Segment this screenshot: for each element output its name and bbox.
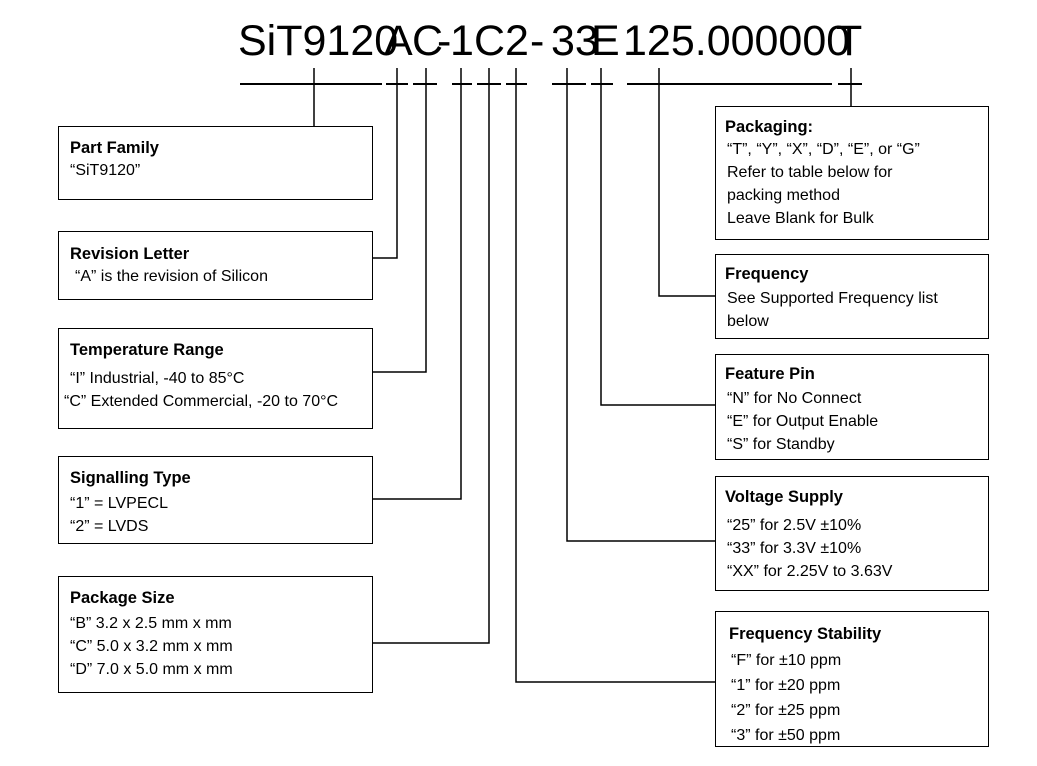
frequency-note: See Supported Frequency list [727, 290, 938, 307]
package-size-title: Package Size [70, 589, 175, 607]
part-family-title: Part Family [70, 139, 159, 157]
frequency-box: Frequency See Supported Frequency list b… [715, 254, 989, 339]
leader-temperature-range [372, 68, 427, 373]
packaging-option: “T”, “Y”, “X”, “D”, “E”, or “G” [727, 141, 920, 158]
packaging-box: Packaging: “T”, “Y”, “X”, “D”, “E”, or “… [715, 106, 989, 240]
leader-feature-pin [600, 68, 715, 406]
feature-pin-option: “S” for Standby [727, 436, 835, 453]
package-size-option: “B” 3.2 x 2.5 mm x mm [70, 615, 232, 632]
underline-signalling-type [452, 83, 472, 85]
code-frequency: 125.000000 [623, 17, 851, 65]
signalling-type-box: Signalling Type “1” = LVPECL “2” = LVDS [58, 456, 373, 544]
signalling-type-option: “1” = LVPECL [70, 495, 168, 512]
temperature-range-box: Temperature Range “I” Industrial, -40 to… [58, 328, 373, 429]
leader-package-size [372, 68, 490, 644]
frequency-title: Frequency [725, 265, 809, 283]
frequency-stability-title: Frequency Stability [729, 625, 882, 643]
frequency-note: below [727, 313, 769, 330]
code-revision-letter: A [384, 17, 413, 65]
feature-pin-box: Feature Pin “N” for No Connect “E” for O… [715, 354, 989, 460]
underline-temperature-range [413, 83, 437, 85]
part-number-code: SiT9120 A C - 1 C 2 - 33 E 125.000000 T [0, 15, 1037, 85]
code-part-family: SiT9120 [238, 17, 399, 65]
part-family-value: “SiT9120” [70, 162, 141, 179]
frequency-stability-box: Frequency Stability “F” for ±10 ppm “1” … [715, 611, 989, 747]
temperature-range-option: “I” Industrial, -40 to 85°C [70, 370, 245, 387]
leader-revision-letter [372, 68, 398, 259]
code-package-size: C [474, 17, 506, 65]
package-size-box: Package Size “B” 3.2 x 2.5 mm x mm “C” 5… [58, 576, 373, 693]
code-packaging: T [836, 17, 863, 65]
packaging-note: packing method [727, 187, 840, 204]
leader-frequency [658, 68, 715, 297]
frequency-stability-option: “3” for ±50 ppm [731, 727, 841, 744]
feature-pin-option: “N” for No Connect [727, 390, 862, 407]
part-family-box: Part Family “SiT9120” [58, 126, 373, 200]
packaging-title: Packaging: [725, 118, 814, 136]
code-voltage-supply: 33 [551, 17, 599, 65]
temperature-range-option: “C” Extended Commercial, -20 to 70°C [64, 393, 339, 410]
voltage-supply-option: “XX” for 2.25V to 3.63V [727, 563, 893, 580]
frequency-stability-option: “F” for ±10 ppm [731, 652, 842, 669]
code-frequency-stability: 2 [505, 17, 529, 65]
signalling-type-title: Signalling Type [70, 469, 191, 487]
packaging-note: Refer to table below for [727, 164, 893, 181]
revision-letter-value: “A” is the revision of Silicon [75, 268, 268, 285]
underline-feature-pin [591, 83, 613, 85]
revision-letter-title: Revision Letter [70, 245, 190, 263]
signalling-type-option: “2” = LVDS [70, 518, 149, 535]
underline-frequency [627, 83, 832, 85]
feature-pin-option: “E” for Output Enable [727, 413, 879, 430]
package-size-option: “D” 7.0 x 5.0 mm x mm [70, 661, 233, 678]
code-signalling-type: 1 [450, 17, 474, 65]
leader-frequency-stability [515, 68, 715, 683]
package-size-option: “C” 5.0 x 3.2 mm x mm [70, 638, 233, 655]
frequency-stability-option: “1” for ±20 ppm [731, 677, 841, 694]
code-dash: - [530, 17, 545, 65]
frequency-stability-option: “2” for ±25 ppm [731, 702, 841, 719]
underline-package-size [477, 83, 501, 85]
revision-letter-box: Revision Letter “A” is the revision of S… [58, 231, 373, 300]
underline-revision-letter [386, 83, 408, 85]
code-temperature-range: C [412, 17, 444, 65]
temperature-range-title: Temperature Range [70, 341, 224, 359]
feature-pin-title: Feature Pin [725, 365, 815, 383]
underline-voltage-supply [552, 83, 586, 85]
code-feature-pin: E [591, 17, 620, 65]
code-dash: - [437, 17, 452, 65]
voltage-supply-option: “25” for 2.5V ±10% [727, 517, 862, 534]
voltage-supply-option: “33” for 3.3V ±10% [727, 540, 862, 557]
underline-packaging [838, 83, 862, 85]
packaging-note: Leave Blank for Bulk [727, 210, 874, 227]
underline-frequency-stability [506, 83, 527, 85]
voltage-supply-title: Voltage Supply [725, 488, 843, 506]
leader-voltage-supply [566, 68, 715, 542]
underline-part-family [240, 83, 382, 85]
voltage-supply-box: Voltage Supply “25” for 2.5V ±10% “33” f… [715, 476, 989, 591]
leader-signalling-type [372, 68, 462, 500]
